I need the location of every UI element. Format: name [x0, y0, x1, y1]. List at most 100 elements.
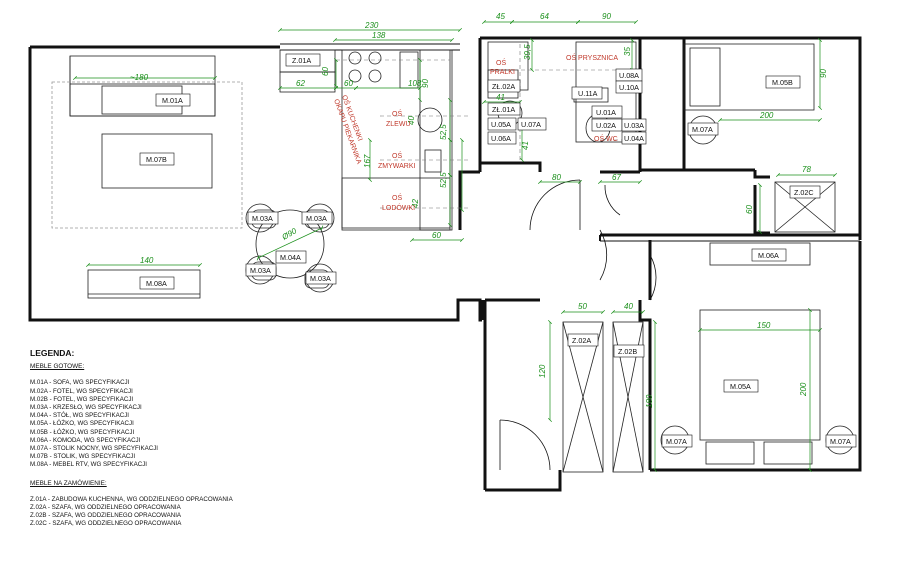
label-m08a: M.08A [146, 279, 167, 288]
legend-item: Z.02C - SZAFA, WG ODDZIELNEGO OPRACOWANI… [30, 520, 182, 528]
dim-138: 138 [372, 31, 386, 40]
dim-67: 67 [612, 173, 621, 182]
legend-item: M.06A - KOMODA, WG SPECYFIKACJI [30, 436, 141, 444]
dim-230: 230 [364, 21, 379, 30]
dim-180-b: 180 [645, 394, 654, 408]
legend-item: M.07A - STOLIK NOCNY, WG SPECYFIKACJI [30, 445, 159, 453]
legend-item: M.03A - KRZESŁO, WG SPECYFIKACJI [30, 404, 142, 412]
legend-item: M.05B - ŁÓŻKO, WG SPECYFIKACJI [30, 428, 135, 436]
dim-60-b: 60 [321, 67, 330, 76]
dim-35: 35 [623, 47, 632, 56]
label-m04a: M.04A [280, 253, 301, 262]
legend-title: LEGENDA: [30, 348, 75, 358]
label-m07a-3: M.07A [830, 437, 851, 446]
dim-90-b: 90 [602, 12, 611, 21]
label-m05b: M.05B [772, 78, 793, 87]
dim-120: 120 [538, 364, 547, 378]
legend-item: M.07B - STOLIK, WG SPECYFIKACJI [30, 453, 136, 461]
label-u07a: U.07A [521, 120, 541, 129]
legend-item: M.04A - STÓŁ, WG SPECYFIKACJI [30, 412, 130, 420]
axis-wc: OŚ WC [594, 134, 618, 143]
dim-40-b: 40 [624, 302, 633, 311]
dim-180: ~180 [130, 73, 149, 82]
dim-62: 62 [296, 79, 305, 88]
dimension-lines [73, 20, 837, 472]
legend-ready-list: M.01A - SOFA, WG SPECYFIKACJI M.02A - FO… [30, 379, 233, 469]
dim-78: 78 [802, 165, 811, 174]
dim-90-a: 90 [421, 79, 430, 88]
label-u04a: U.04A [624, 134, 644, 143]
dim-45: 45 [496, 12, 505, 21]
axis-zmywarki-1: OŚ [392, 151, 402, 160]
dim-140: 140 [140, 256, 154, 265]
label-m03a-1: M.03A [252, 214, 273, 223]
dim-64: 64 [540, 12, 549, 21]
dim-50: 50 [578, 302, 587, 311]
dim-52-5-b: 52,5 [439, 172, 448, 188]
door-arcs [499, 179, 657, 471]
label-u03a: U.03A [624, 121, 644, 130]
label-u02a: U.02A [596, 121, 616, 130]
dim-42: 42 [411, 199, 420, 208]
label-u06a: U.06A [491, 134, 511, 143]
axis-zlewu-1: OŚ [392, 109, 402, 118]
dim-108: 108 [408, 79, 422, 88]
dim-80: 80 [552, 173, 561, 182]
label-z02c: Z.02C [794, 188, 814, 197]
label-z02a: Z.02A [572, 336, 591, 345]
dim-60-d: 60 [745, 205, 754, 214]
dim-40-a: 40 [407, 116, 416, 125]
label-u08a: U.08A [619, 71, 639, 80]
dim-167: 167 [363, 154, 372, 168]
label-m01a: M.01A [162, 96, 183, 105]
label-zl01a: ZŁ.01A [492, 105, 515, 114]
label-z01a: Z.01A [292, 56, 311, 65]
legend-order-list: Z.01A - ZABUDOWA KUCHENNA, WG ODDZIELNEG… [30, 496, 233, 529]
legend-item: Z.02A - SZAFA, WG ODDZIELNEGO OPRACOWANI… [30, 504, 181, 512]
dim-39-5: 39,5 [523, 44, 532, 60]
axis-lines [336, 44, 636, 209]
axis-zmywarki-2: ZMYWARKI [378, 163, 416, 170]
label-z02b: Z.02B [618, 347, 637, 356]
dim-41-b: 41 [521, 141, 530, 150]
dim-150: 150 [757, 321, 771, 330]
label-m03a-4: M.03A [310, 274, 331, 283]
dim-200-a: 200 [759, 111, 774, 120]
dim-200-b: 200 [799, 382, 808, 397]
dim-60-a: 60 [344, 79, 353, 88]
label-m07b: M.07B [146, 155, 167, 164]
axis-labels: OŚ KUCHENKI OKAPU PIEKARNIKA OŚ ZLEWU OŚ… [332, 53, 618, 212]
label-zl02a: ZŁ.02A [492, 82, 515, 91]
label-u11a: U.11A [578, 89, 598, 98]
axis-zlewu-2: ZLEWU [386, 121, 411, 128]
axis-lodowki-2: LODÓWKI [382, 203, 415, 212]
axis-pralki-2: PRALKI [490, 69, 515, 76]
axis-prysznica: OŚ PRYSZNICA [566, 53, 618, 62]
dim-90-c: 90 [819, 69, 828, 78]
axis-pralki-1: OŚ [496, 58, 506, 67]
dim-090: Ø90 [280, 226, 299, 242]
legend-item: M.05A - ŁÓŻKO, WG SPECYFIKACJI [30, 420, 134, 428]
furniture-labels: Z.01A M.01A M.07B M.08A M.03A M.03A M.04… [139, 53, 857, 448]
legend-item: M.02A - FOTEL, WG SPECYFIKACJI [30, 387, 133, 395]
dim-41-a: 41 [496, 93, 505, 102]
legend-item: M.01A - SOFA, WG SPECYFIKACJI [30, 379, 130, 387]
walls [28, 36, 862, 492]
legend-item: Z.01A - ZABUDOWA KUCHENNA, WG ODDZIELNEG… [30, 495, 233, 503]
axis-lodowki-1: OŚ [392, 193, 402, 202]
label-u05a: U.05A [491, 120, 511, 129]
legend-order-title: MEBLE NA ZAMÓWIENIE: [30, 479, 107, 487]
label-m05a: M.05A [730, 382, 751, 391]
legend-item: M.08A - MEBEL RTV, WG SPECYFIKACJI [30, 461, 148, 469]
legend-item: Z.02B - SZAFA, WG ODDZIELNEGO OPRACOWANI… [30, 512, 182, 520]
label-m06a: M.06A [758, 251, 779, 260]
label-m03a-3: M.03A [250, 266, 271, 275]
dim-52-5-a: 52,5 [439, 124, 448, 140]
label-u01a: U.01A [596, 108, 616, 117]
label-m07a-2: M.07A [666, 437, 687, 446]
label-m07a-1: M.07A [692, 125, 713, 134]
label-m03a-2: M.03A [306, 214, 327, 223]
label-u10a: U.10A [619, 83, 639, 92]
dim-60-c: 60 [432, 231, 441, 240]
